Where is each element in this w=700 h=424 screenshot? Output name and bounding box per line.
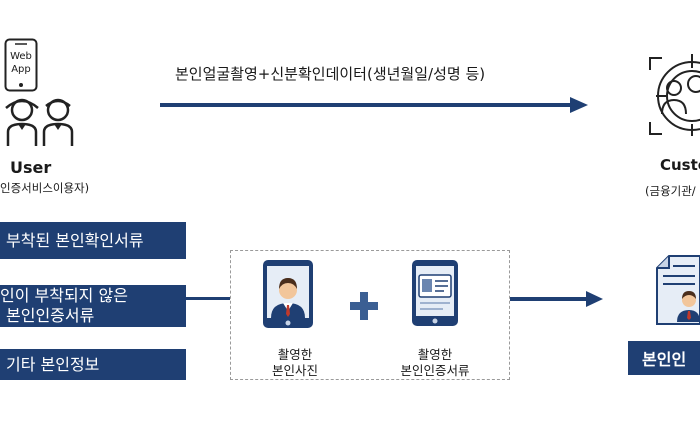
users-icon <box>0 96 80 148</box>
right-arrow <box>510 290 605 308</box>
verification-result-box: 본인인 <box>628 341 700 375</box>
web-app-device-icon: Web App <box>4 38 38 92</box>
doc-box-attached-label: 부착된 본인확인서류 <box>6 230 144 250</box>
doc-box-not-attached-line1: 인이 부착되지 않은 <box>0 286 128 305</box>
user-title: User <box>10 158 52 177</box>
doc-box-not-attached: 인이 부착되지 않은 본인인증서류 <box>0 285 186 327</box>
plus-icon <box>349 291 379 321</box>
customer-title: Custo <box>660 156 700 174</box>
doc-box-other-info-label: 기타 본인정보 <box>6 354 100 374</box>
photo-caption-line2: 본인사진 <box>271 363 318 378</box>
captured-items-panel <box>230 250 510 380</box>
tablet-photo-icon <box>262 259 314 329</box>
user-subtitle: 인증서비스이용자) <box>0 181 90 195</box>
doc-box-attached: 부착된 본인확인서류 <box>0 222 186 259</box>
customer-target-icon <box>648 52 700 136</box>
doc-box-other-info: 기타 본인정보 <box>0 349 186 380</box>
customer-subtitle: (금융기관/ <box>645 184 696 198</box>
left-connector-line <box>186 297 230 300</box>
top-arrow <box>160 96 590 114</box>
verified-document-icon <box>655 254 700 326</box>
device-text-app: App <box>11 64 31 75</box>
photo-caption-line1: 촬영한 <box>277 347 313 362</box>
doc-box-not-attached-line2: 본인인증서류 <box>6 306 95 325</box>
device-text-web: Web <box>10 51 32 62</box>
tablet-id-document-icon <box>411 259 459 327</box>
doc-caption-line2: 본인인증서류 <box>400 363 470 378</box>
doc-caption-line1: 촬영한 <box>417 347 453 362</box>
verification-result-label: 본인인 <box>642 350 687 369</box>
top-arrow-label: 본인얼굴촬영+신분확인데이터(생년월일/성명 등) <box>175 65 486 83</box>
